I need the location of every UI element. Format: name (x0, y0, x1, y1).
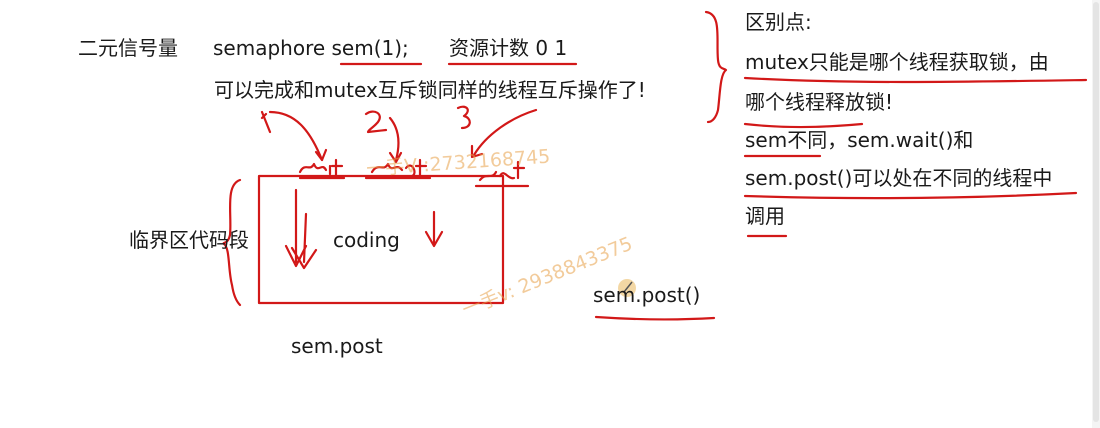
mutex-equivalence-note: 可以完成和mutex互斥锁同样的线程互斥操作了! (214, 78, 646, 102)
underline-mutex (743, 76, 1088, 84)
semaphore-declaration: semaphore sem(1); (213, 36, 409, 60)
left-brace (222, 178, 242, 307)
right-brace (704, 10, 728, 124)
difference-line-2: 哪个线程释放锁! (745, 90, 894, 114)
title-label: 二元信号量 (78, 36, 178, 60)
step-3-mark (456, 105, 471, 130)
critical-section-label: 临界区代码段 (129, 228, 249, 252)
resource-count-note: 资源计数 0 1 (449, 36, 568, 60)
difference-line-3: sem不同，sem.wait()和 (745, 128, 974, 152)
scrollbar-thumb[interactable] (1093, 2, 1099, 422)
difference-line-4: sem.post()可以处在不同的线程中 (745, 166, 1053, 190)
difference-line-1: mutex只能是哪个线程获取锁，由 (745, 50, 1049, 74)
critical-section-box (257, 174, 505, 305)
arrow-3 (472, 108, 538, 157)
wait-scribble-2 (370, 158, 428, 178)
box-coding-text: coding (333, 228, 400, 252)
differences-heading: 区别点: (745, 10, 812, 34)
underline-sem-post (743, 191, 1078, 200)
underline-sem-post-call (594, 315, 716, 321)
underline-release (743, 122, 864, 129)
arrow-2 (388, 116, 400, 162)
step-2-mark (364, 110, 388, 134)
wait-scribble-1 (298, 158, 344, 178)
down-arrow-left (284, 188, 308, 268)
down-arrow-right (424, 210, 444, 248)
arrow-1 (268, 110, 324, 162)
difference-line-5: 调用 (745, 204, 785, 228)
wait-scribble-3 (478, 160, 526, 182)
step-1-mark (260, 110, 272, 134)
vertical-scrollbar[interactable] (1092, 0, 1100, 428)
pen-cursor-icon (618, 279, 636, 297)
sem-post-call: sem.post() (593, 283, 701, 307)
sem-post-below: sem.post (291, 334, 383, 358)
down-arrow-left-2 (290, 212, 318, 270)
